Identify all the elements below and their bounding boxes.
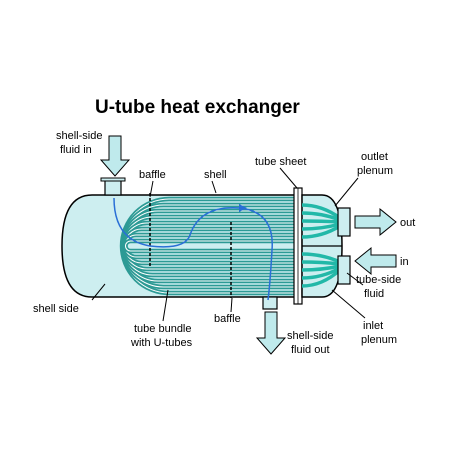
label-inlet-plenum-line2: plenum	[361, 334, 397, 346]
u-tube-highlight	[125, 240, 298, 252]
tube-in-arrow	[354, 246, 397, 276]
label-tube-bundle-line2: with U-tubes	[130, 337, 193, 349]
label-shell-side-fluid-out: shell-side	[287, 330, 333, 342]
label-baffle-bottom: baffle	[214, 313, 241, 325]
shell-inlet-arrow	[99, 135, 131, 177]
shell-inlet-nozzle	[104, 179, 122, 196]
label-outlet-plenum: outlet	[361, 151, 388, 163]
label-shell-side: shell side	[33, 303, 79, 315]
label-tube-side-fluid: tube-side	[356, 274, 401, 286]
label-tube-side-fluid-line2: fluid	[364, 288, 384, 300]
shell-outlet-nozzle	[262, 296, 278, 310]
tube-out-arrow	[354, 207, 397, 237]
label-outlet-plenum-line2: plenum	[357, 165, 393, 177]
label-shell-side-fluid-in: shell-side	[56, 130, 102, 142]
flow-arrowhead	[239, 204, 247, 212]
label-tube-bundle: tube bundle	[134, 323, 192, 335]
label-shell: shell	[204, 169, 227, 181]
shell-body	[61, 194, 301, 298]
leader-lines	[91, 167, 366, 322]
label-shell-side-fluid-out-line2: fluid out	[291, 344, 330, 356]
label-in: in	[400, 256, 409, 268]
shell-side-flow-path	[113, 197, 273, 301]
label-baffle-top: baffle	[139, 169, 166, 181]
tube-outlet-nozzle	[337, 207, 351, 237]
u-tube-bundle	[119, 196, 298, 296]
label-out: out	[400, 217, 415, 229]
label-inlet-plenum: inlet	[363, 320, 383, 332]
label-tube-sheet: tube sheet	[255, 156, 306, 168]
outlet-plenum-flow	[301, 203, 342, 239]
diagram-title: U-tube heat exchanger	[95, 97, 300, 118]
shell-outlet-arrow	[255, 311, 287, 355]
inlet-plenum-flow	[301, 252, 342, 288]
label-shell-side-fluid-in-line2: fluid in	[60, 144, 92, 156]
tube-inlet-nozzle	[337, 255, 351, 285]
